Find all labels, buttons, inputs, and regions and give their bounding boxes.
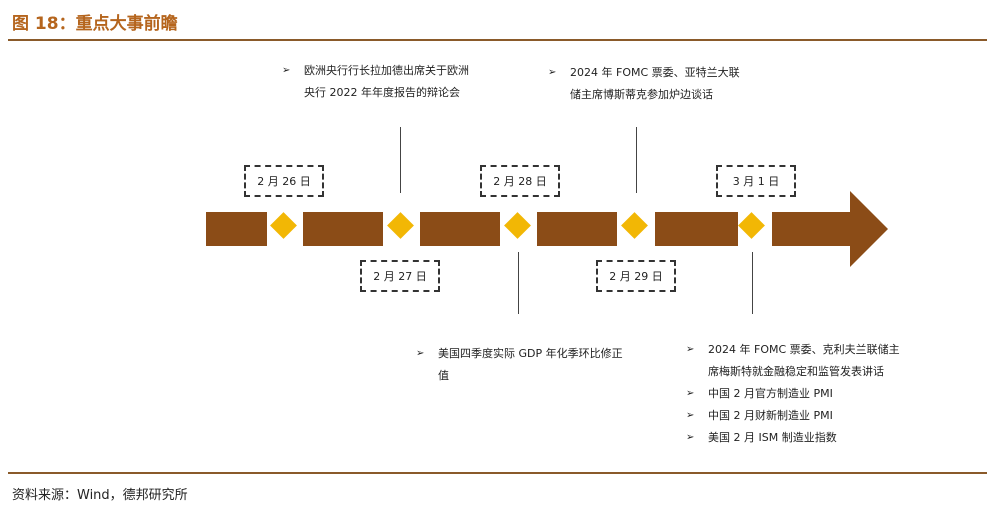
date-marker xyxy=(504,212,531,239)
connector-line xyxy=(400,127,401,193)
connector-line xyxy=(636,127,637,193)
bullet-icon: ➢ xyxy=(548,67,557,78)
date-box-feb29: 2 月 29 日 xyxy=(596,260,676,292)
source-note: 资料来源：Wind，德邦研究所 xyxy=(12,488,188,503)
event-mar1: ➢ 2024 年 FOMC 票委、克利夫兰联储主 席梅斯特就金融稳定和监管发表讲… xyxy=(686,339,946,449)
timeline-segment xyxy=(420,212,500,246)
top-rule xyxy=(8,39,987,41)
date-marker xyxy=(387,212,414,239)
date-marker xyxy=(270,212,297,239)
timeline-segment xyxy=(206,212,267,246)
date-marker xyxy=(621,212,648,239)
bullet-icon: ➢ xyxy=(686,344,695,355)
bullet-icon: ➢ xyxy=(416,348,425,359)
timeline-arrowhead xyxy=(772,191,888,267)
event-feb27: ➢ 美国四季度实际 GDP 年化季环比修正 值 xyxy=(416,343,666,387)
date-box-feb27: 2 月 27 日 xyxy=(360,260,440,292)
bullet-icon: ➢ xyxy=(686,432,695,443)
bullet-icon: ➢ xyxy=(686,410,695,421)
figure-title: 图 18：重点大事前瞻 xyxy=(12,14,178,34)
bottom-rule xyxy=(8,472,987,474)
timeline-segment xyxy=(303,212,383,246)
date-box-mar1: 3 月 1 日 xyxy=(716,165,796,197)
connector-line xyxy=(752,252,753,314)
date-box-feb28: 2 月 28 日 xyxy=(480,165,560,197)
timeline-segment xyxy=(655,212,738,246)
timeline-segment xyxy=(537,212,617,246)
date-box-feb26: 2 月 26 日 xyxy=(244,165,324,197)
event-feb28: ➢ 2024 年 FOMC 票委、亚特兰大联 储主席博斯蒂克参加炉边谈话 xyxy=(548,62,798,106)
connector-line xyxy=(518,252,519,314)
event-feb26: ➢ 欧洲央行行长拉加德出席关于欧洲 央行 2022 年年度报告的辩论会 xyxy=(282,60,532,104)
date-marker xyxy=(738,212,765,239)
bullet-icon: ➢ xyxy=(686,388,695,399)
bullet-icon: ➢ xyxy=(282,65,291,76)
